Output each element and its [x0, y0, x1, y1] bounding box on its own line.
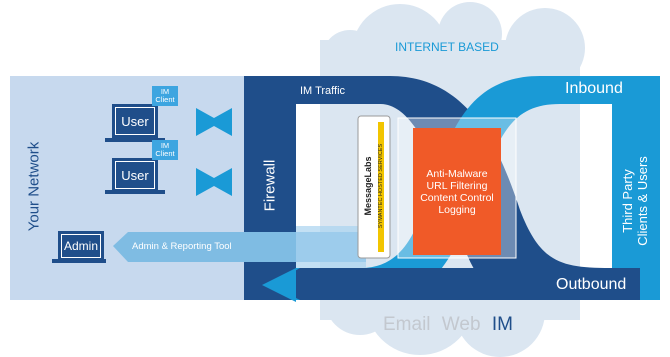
im-connector-icon: [196, 108, 232, 136]
laptop-base: [105, 190, 165, 194]
im-traffic-label: IM Traffic: [300, 85, 346, 97]
engine-line-content-control: Content Control: [420, 191, 494, 204]
firewall-label: Firewall: [261, 159, 279, 212]
im-client-tag: IM Client: [152, 86, 178, 106]
laptop-base: [105, 138, 165, 142]
admin-tool-label: Admin & Reporting Tool: [132, 241, 232, 252]
service-web: Web: [441, 314, 481, 335]
security-engine-box: Anti-Malware URL Filtering Content Contr…: [413, 128, 501, 255]
outbound-arrow-head: [262, 268, 296, 302]
inbound-label: Inbound: [565, 80, 623, 97]
im-connector-icon: [196, 168, 232, 196]
laptop-base: [52, 259, 106, 263]
user-label: User: [121, 113, 149, 129]
service-email: Email: [383, 314, 431, 335]
user-laptop: User: [112, 158, 158, 192]
im-client-line2: Client: [155, 149, 175, 158]
your-network-label: Your Network: [25, 141, 43, 232]
admin-arrow-tail: [296, 226, 366, 268]
connector-icons: [196, 108, 232, 196]
service-im: IM: [491, 314, 513, 335]
im-client-tag: IM Client: [152, 140, 178, 160]
admin-laptop: Admin: [58, 231, 104, 261]
admin-label: Admin: [63, 239, 98, 253]
im-client-line2: Client: [155, 95, 175, 104]
im-traffic-loop: [244, 76, 610, 300]
symantec-stripe: [378, 122, 384, 252]
im-client-line1: IM: [160, 141, 170, 150]
im-client-line1: IM: [160, 87, 170, 96]
symantec-logo-text: SYMANTEC HOSTED SERVICES: [378, 143, 384, 229]
outbound-arrow: [270, 268, 640, 300]
engine-line-antimalware: Anti-Malware: [426, 167, 488, 180]
third-party-label: Third Party Clients & Users: [620, 146, 650, 256]
messagelabs-logo-text: MessageLabs: [363, 156, 373, 216]
engine-line-url-filtering: URL Filtering: [426, 179, 488, 192]
engine-line-logging: Logging: [438, 203, 476, 216]
user-laptop: User: [112, 104, 158, 138]
outbound-label: Outbound: [556, 276, 627, 293]
user-label: User: [121, 167, 149, 183]
third-party-line1: Third Party: [620, 169, 635, 233]
services-label: Email Web IM: [383, 314, 513, 336]
internet-based-label: INTERNET BASED: [395, 40, 499, 54]
third-party-line2: Clients & Users: [635, 156, 650, 246]
